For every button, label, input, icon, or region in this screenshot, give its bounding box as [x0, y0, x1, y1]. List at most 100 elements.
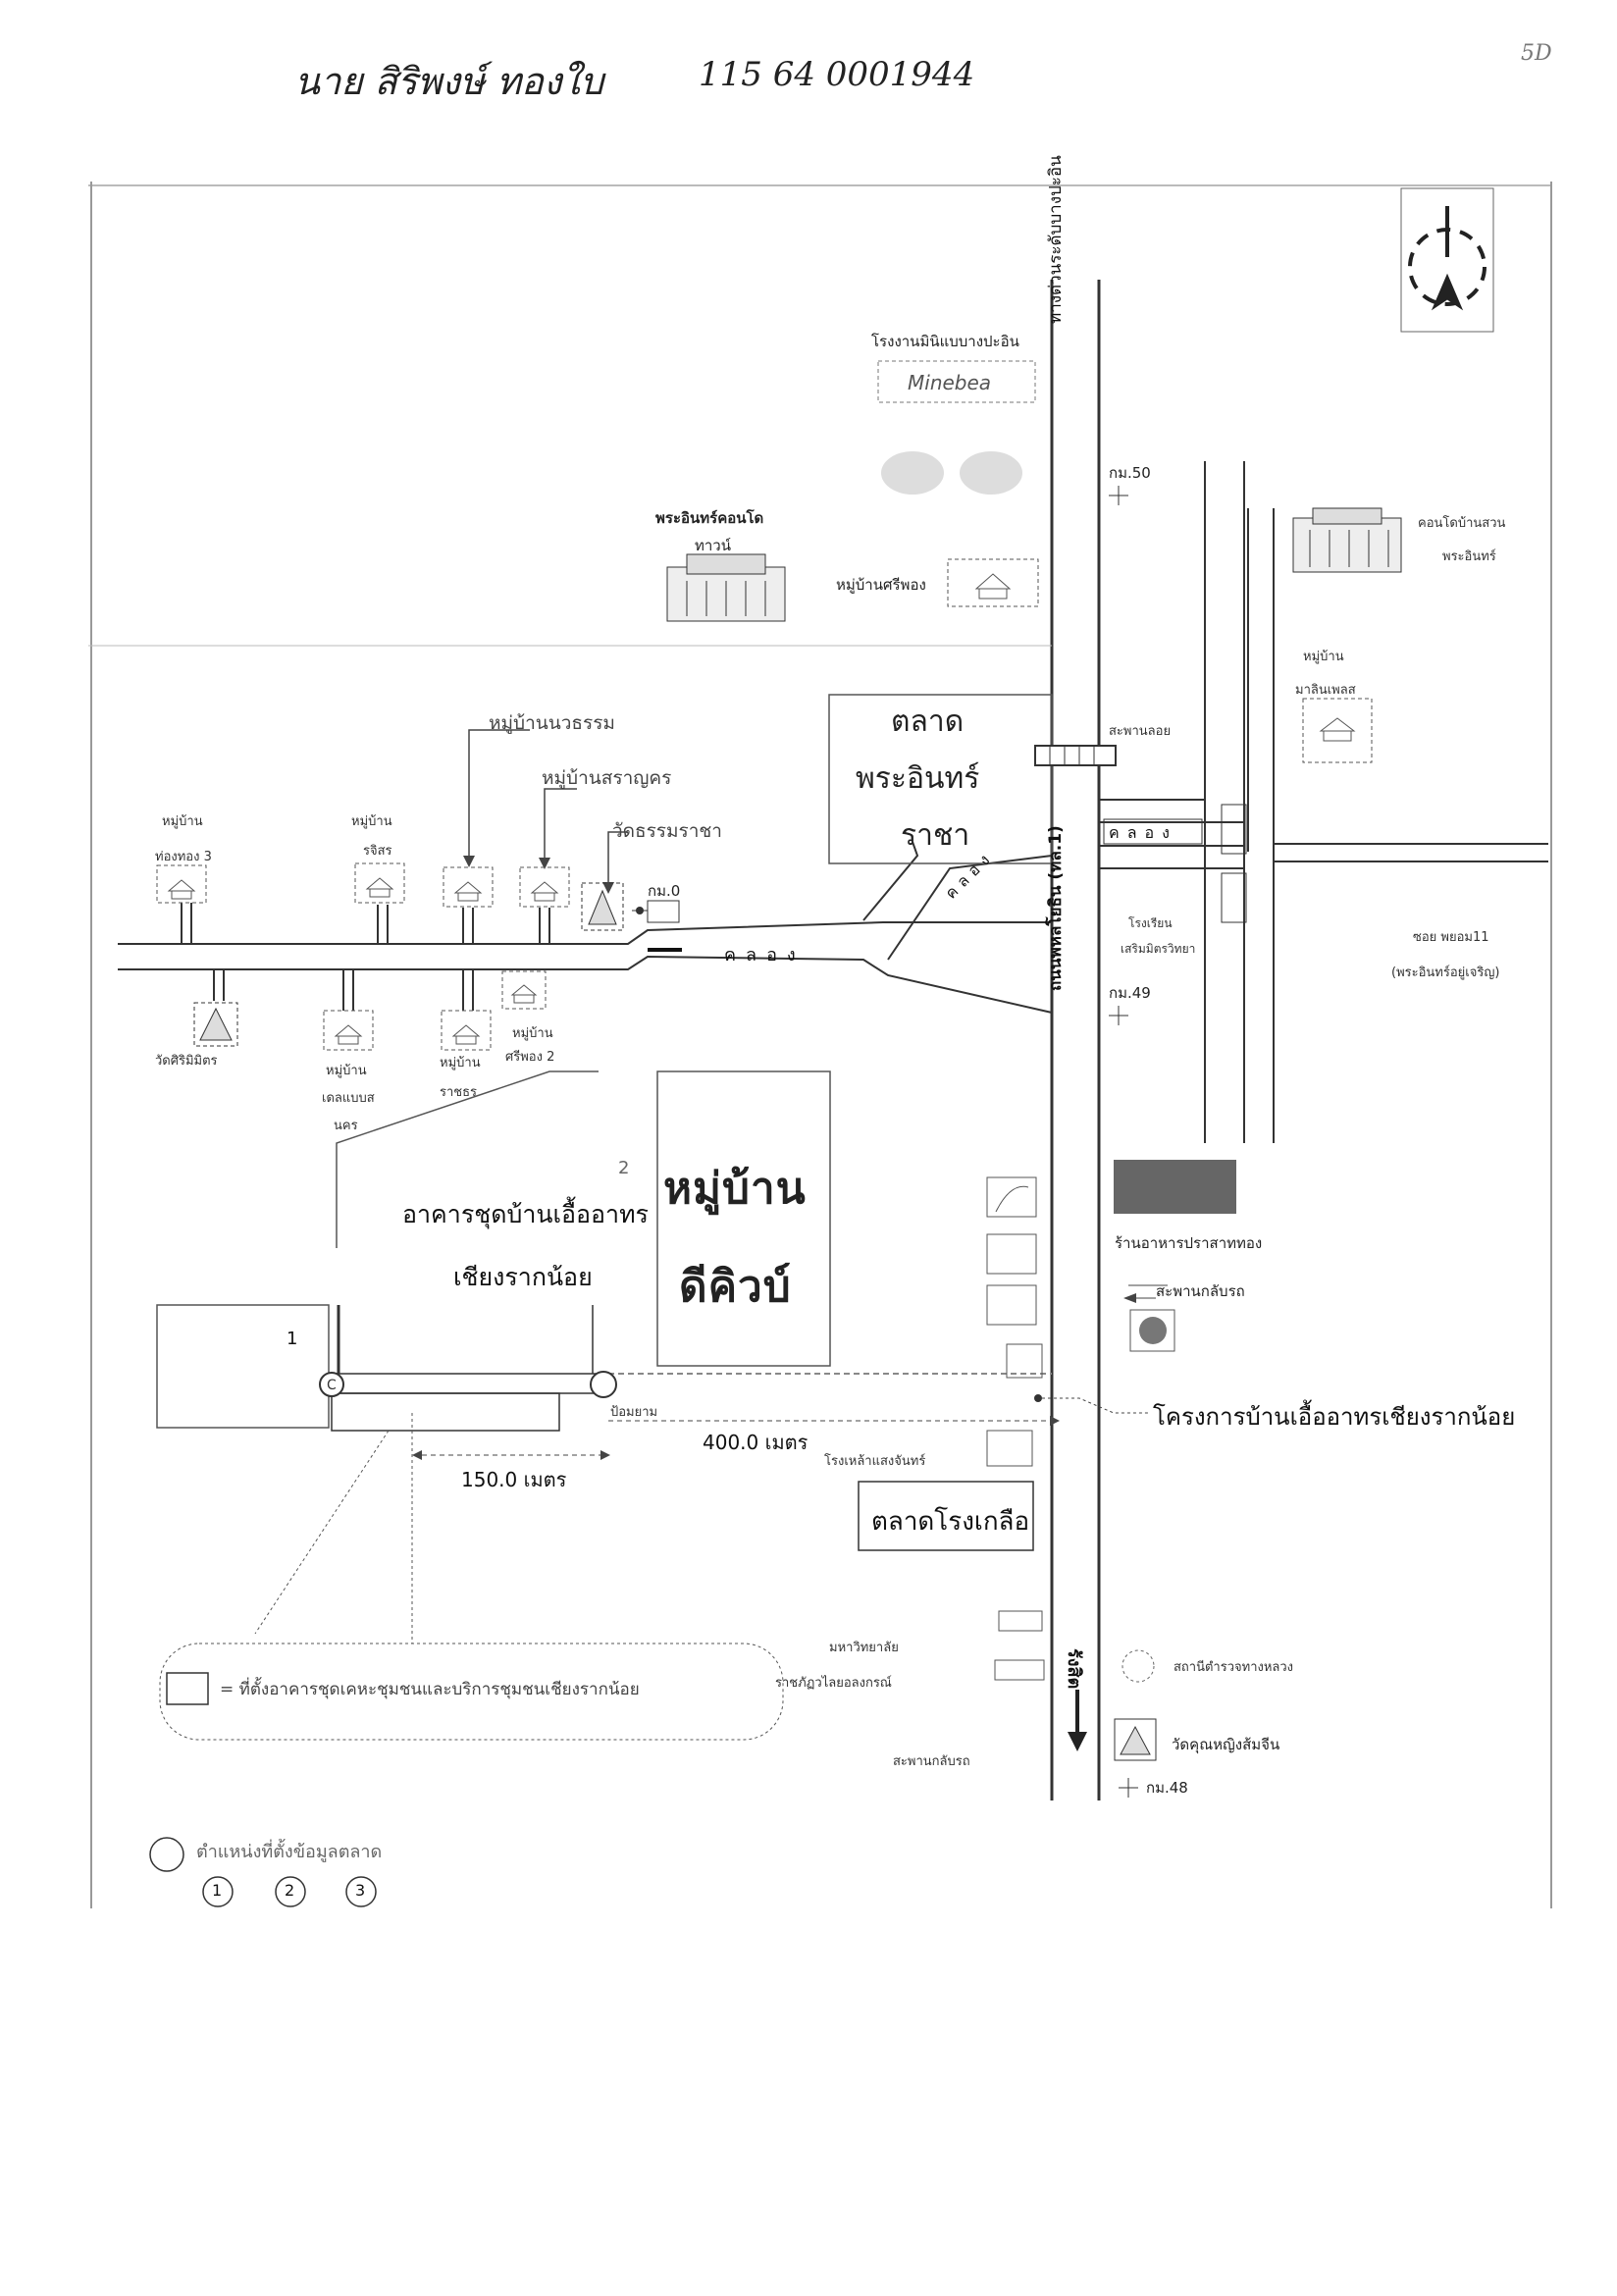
- village-low-3-line2: ศรีพอง 2: [505, 1050, 555, 1065]
- temple-left-label: วัดศิริมิมิตร: [155, 1054, 218, 1069]
- uturn-bridge-label: สะพานกลับรถ: [1156, 1282, 1245, 1300]
- canal-road-bottom: [118, 955, 1053, 1014]
- legend-circle: [149, 1837, 184, 1872]
- temple-icon-top: [581, 882, 624, 931]
- restaurant-label: ร้านอาหารปราสาททอง: [1115, 1234, 1263, 1252]
- village-row-2-line2: รจิสร: [363, 844, 392, 859]
- project-building-line2: เชียงรากน้อย: [453, 1263, 593, 1291]
- village-icon-3: [443, 866, 494, 908]
- highway-label: ถนนพหลโยธิน (ทล.1): [1046, 825, 1066, 991]
- km48-label: กม.48: [1146, 1779, 1188, 1797]
- soi-label-line2: (พระอินทร์อยู่เจริญ): [1391, 965, 1500, 980]
- legend-number-3: 3: [355, 1881, 366, 1900]
- minebea-logo: [877, 360, 1036, 403]
- svg-text:C: C: [327, 1378, 337, 1393]
- market-main-box: [828, 694, 1053, 864]
- school-top-label: วัดธรรมราชา: [612, 820, 722, 842]
- market-main-line1: ตลาด: [891, 704, 965, 739]
- project-label: โครงการบ้านเอื้ออาทรเชียงรากน้อย: [1153, 1403, 1516, 1431]
- village-row-1-line1: หมู่บ้าน: [162, 814, 203, 829]
- village-row-2-line1: หมู่บ้าน: [351, 814, 392, 829]
- project-building-line1: อาคารชุดบ้านเอื้ออาทร: [402, 1200, 649, 1228]
- village-icon-6: [441, 1010, 492, 1051]
- project-building-outline: [336, 1070, 599, 1248]
- market-low-label: ตลาดโรงเกลือ: [871, 1507, 1030, 1537]
- village-malin-line1: หมู่บ้าน: [1303, 650, 1344, 664]
- project-road-b: [331, 1392, 560, 1432]
- condo-left-sub: ทาวน์: [695, 537, 731, 554]
- market-location-c: [319, 1372, 344, 1397]
- dcube-box: [656, 1070, 831, 1367]
- map-frame-left-line: [90, 182, 92, 1908]
- handwritten-id-number: 115 64 0001944: [699, 55, 975, 94]
- highway-top-label: ทางด่วนระดับบางปะอิน: [1046, 155, 1066, 324]
- km50-label: กม.50: [1109, 464, 1151, 482]
- village-low-1-line2: เดลแบบส: [322, 1091, 375, 1106]
- temple-low-icon: [1114, 1718, 1157, 1761]
- legend-box-outline: [159, 1643, 784, 1741]
- village-icon-2: [354, 862, 405, 904]
- km49-label: กม.49: [1109, 984, 1151, 1002]
- university-line2: ราชภัฏวไลยอลงกรณ์: [775, 1676, 892, 1691]
- handwritten-name: นาย สิริพงษ์ ทองใบ: [294, 60, 604, 103]
- condo-right-line2: พระอินทร์: [1442, 549, 1496, 564]
- condo-right-icon: [1292, 507, 1402, 573]
- bridge-label: สะพานลอย: [1109, 724, 1172, 739]
- legend-circle-text: ตำแหน่งที่ตั้งข้อมูลตลาด: [196, 1842, 383, 1862]
- village-low-2-line1: หมู่บ้าน: [440, 1056, 481, 1070]
- project-access-road: [331, 1373, 604, 1394]
- canal-label-right: คลอง: [1109, 823, 1177, 842]
- village-icon-1: [156, 864, 207, 904]
- village-low-2-line2: ราชธร: [440, 1085, 478, 1100]
- legend-number-1: 1: [212, 1881, 223, 1900]
- shop-icons-column: [986, 1176, 1045, 1681]
- second-logo: [881, 451, 1022, 495]
- pedestrian-bridge: [1034, 745, 1117, 766]
- village-malin-line2: มาลินเพลส: [1295, 683, 1356, 698]
- distance-400-label: 400.0 เมตร: [703, 1431, 808, 1454]
- bank-logo: [1114, 1160, 1236, 1214]
- legend-number-2: 2: [285, 1881, 295, 1900]
- canal-road-top: [118, 921, 1052, 945]
- village-sripong-label: หมู่บ้านศรีพอง: [836, 576, 926, 594]
- school-right-line2: เสริมมิตรวิทยา: [1121, 942, 1196, 956]
- village-malin-icon: [1302, 698, 1373, 763]
- market-low-box: [858, 1481, 1034, 1551]
- condo-left-icon: [666, 553, 786, 622]
- compass-rose: [1400, 187, 1494, 333]
- rangsit-label: รังสิต: [1064, 1648, 1084, 1690]
- condo-right-line1: คอนโดบ้านสวน: [1418, 516, 1506, 531]
- village-low-1-line1: หมู่บ้าน: [326, 1064, 367, 1078]
- map-frame-right-line: [1550, 182, 1552, 1908]
- village-b-label: หมู่บ้านสราญคร: [542, 767, 672, 789]
- village-a-label: หมู่บ้านนวธรรม: [489, 712, 615, 734]
- village-low-1-line3: นคร: [334, 1119, 358, 1133]
- soi-label-line1: ซอย พยอม11: [1413, 930, 1489, 945]
- legend-box-text: = ที่ตั้งอาคารชุดเคหะชุมชนและบริการชุมชน…: [220, 1680, 640, 1699]
- factory-low-label: โรงเหล้าแสงจันทร์: [824, 1454, 926, 1469]
- dcube-line2: ดีคิวบ์: [679, 1262, 792, 1312]
- guard-post-label: ป้อมยาม: [610, 1405, 658, 1420]
- village-icon-4: [519, 866, 570, 908]
- canal-label-main: คลอง: [724, 945, 806, 965]
- village-low-3-line1: หมู่บ้าน: [512, 1026, 553, 1041]
- temple-low-label: วัดคุณหญิงส้มจีน: [1172, 1736, 1280, 1753]
- police-label: สถานีตำรวจทางหลวง: [1174, 1660, 1294, 1675]
- village-icon-7: [501, 970, 547, 1010]
- plot-number-1: 1: [287, 1329, 298, 1349]
- factory-label: โรงงานมินิแบบางปะอิน: [871, 333, 1019, 350]
- uturn-bridge-low-label: สะพานกลับรถ: [893, 1754, 970, 1769]
- market-main-line3: ราชา: [901, 818, 970, 853]
- university-line1: มหาวิทยาลัย: [829, 1641, 899, 1655]
- distance-150-label: 150.0 เมตร: [461, 1468, 567, 1491]
- dcube-line1: หมู่บ้าน: [663, 1164, 807, 1214]
- map-frame-top-line: [88, 184, 1550, 186]
- village-row-1-line2: ท่องทอง 3: [155, 850, 212, 864]
- plot-1: [156, 1304, 330, 1429]
- legend-square: [166, 1672, 209, 1705]
- minebea-text: Minebea: [908, 371, 992, 394]
- village-sripong-icon: [947, 558, 1039, 607]
- plot-number-2: 2: [618, 1158, 630, 1178]
- condo-left-label: พระอินทร์คอนโด: [655, 509, 764, 527]
